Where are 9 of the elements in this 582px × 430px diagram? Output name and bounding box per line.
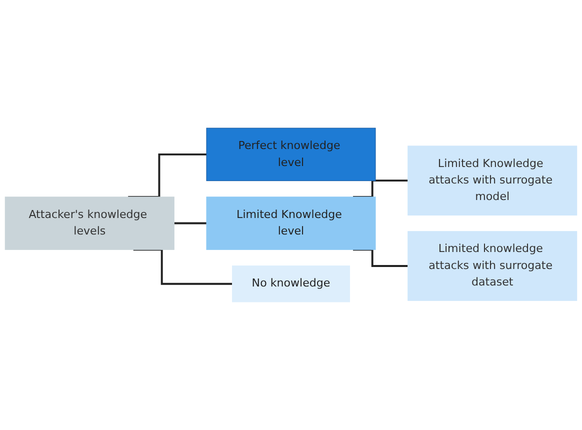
node-box: Perfect knowledge level	[206, 128, 376, 182]
connector	[133, 248, 232, 285]
node-box: Limited Knowledge level	[206, 196, 376, 250]
connector	[174, 222, 207, 224]
node-box: Limited Knowledge attacks with surrogate model	[408, 146, 578, 216]
node-box: Attacker's knowledge levels	[4, 196, 174, 250]
node-box: No knowledge	[232, 266, 350, 302]
connector	[353, 248, 408, 267]
node-box: Limited knowledge attacks with surrogate dataset	[408, 231, 578, 301]
